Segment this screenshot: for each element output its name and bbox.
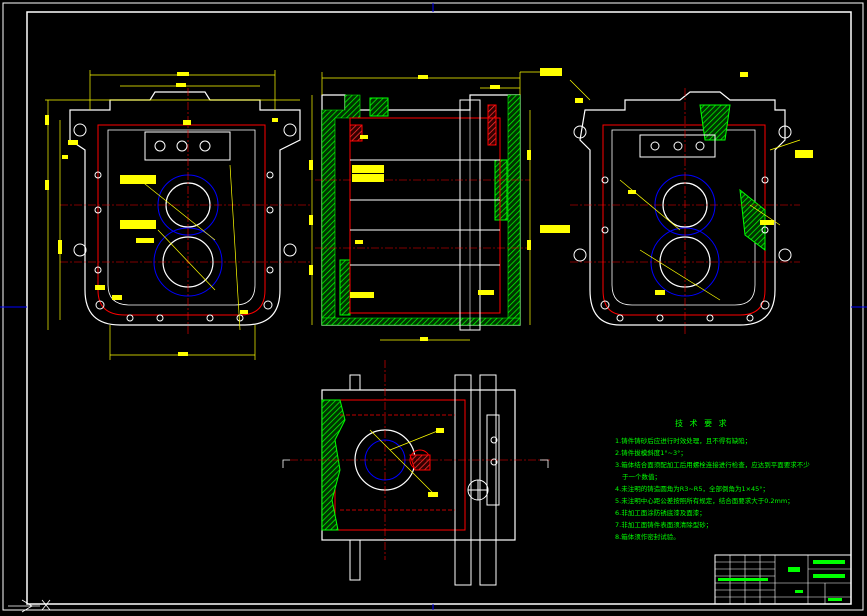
tech-req-item: 7.非加工面铸件表面须清除型砂； <box>615 520 712 529</box>
top-view <box>282 360 550 586</box>
tech-req-item: 6.非加工面涂防锈底漆及面漆； <box>615 508 706 517</box>
tech-req-item: 2.铸件拔模斜度1°~3°； <box>615 448 687 457</box>
tech-req-item: 5.未注明中心距公差按照所有规定，结合面要求大于0.2mm； <box>615 496 794 505</box>
tech-req-item: 于一个数值； <box>622 472 661 481</box>
tech-req-item: 3.箱体结合面须配加工后用螺栓连接进行检查，应达到平面要求不少 <box>615 460 810 469</box>
title-block <box>714 554 852 605</box>
ucs-icon <box>8 599 51 613</box>
tech-req-item: 8.箱体须作密封试验。 <box>615 532 680 541</box>
tech-req-item: 4.未注明的铸造圆角为R3~R5，全部倒角为1×45°； <box>615 484 769 493</box>
technical-requirements: 技 术 要 求 1.铸件铸砂后应进行时效处理，且不得有缺陷； 2.铸件拔模斜度1… <box>615 418 810 541</box>
side-section-view <box>309 68 570 341</box>
front-view <box>45 70 310 360</box>
tech-req-title: 技 术 要 求 <box>675 418 729 428</box>
rear-view <box>569 72 813 335</box>
tech-req-item: 1.铸件铸砂后应进行时效处理，且不得有缺陷； <box>615 436 751 445</box>
